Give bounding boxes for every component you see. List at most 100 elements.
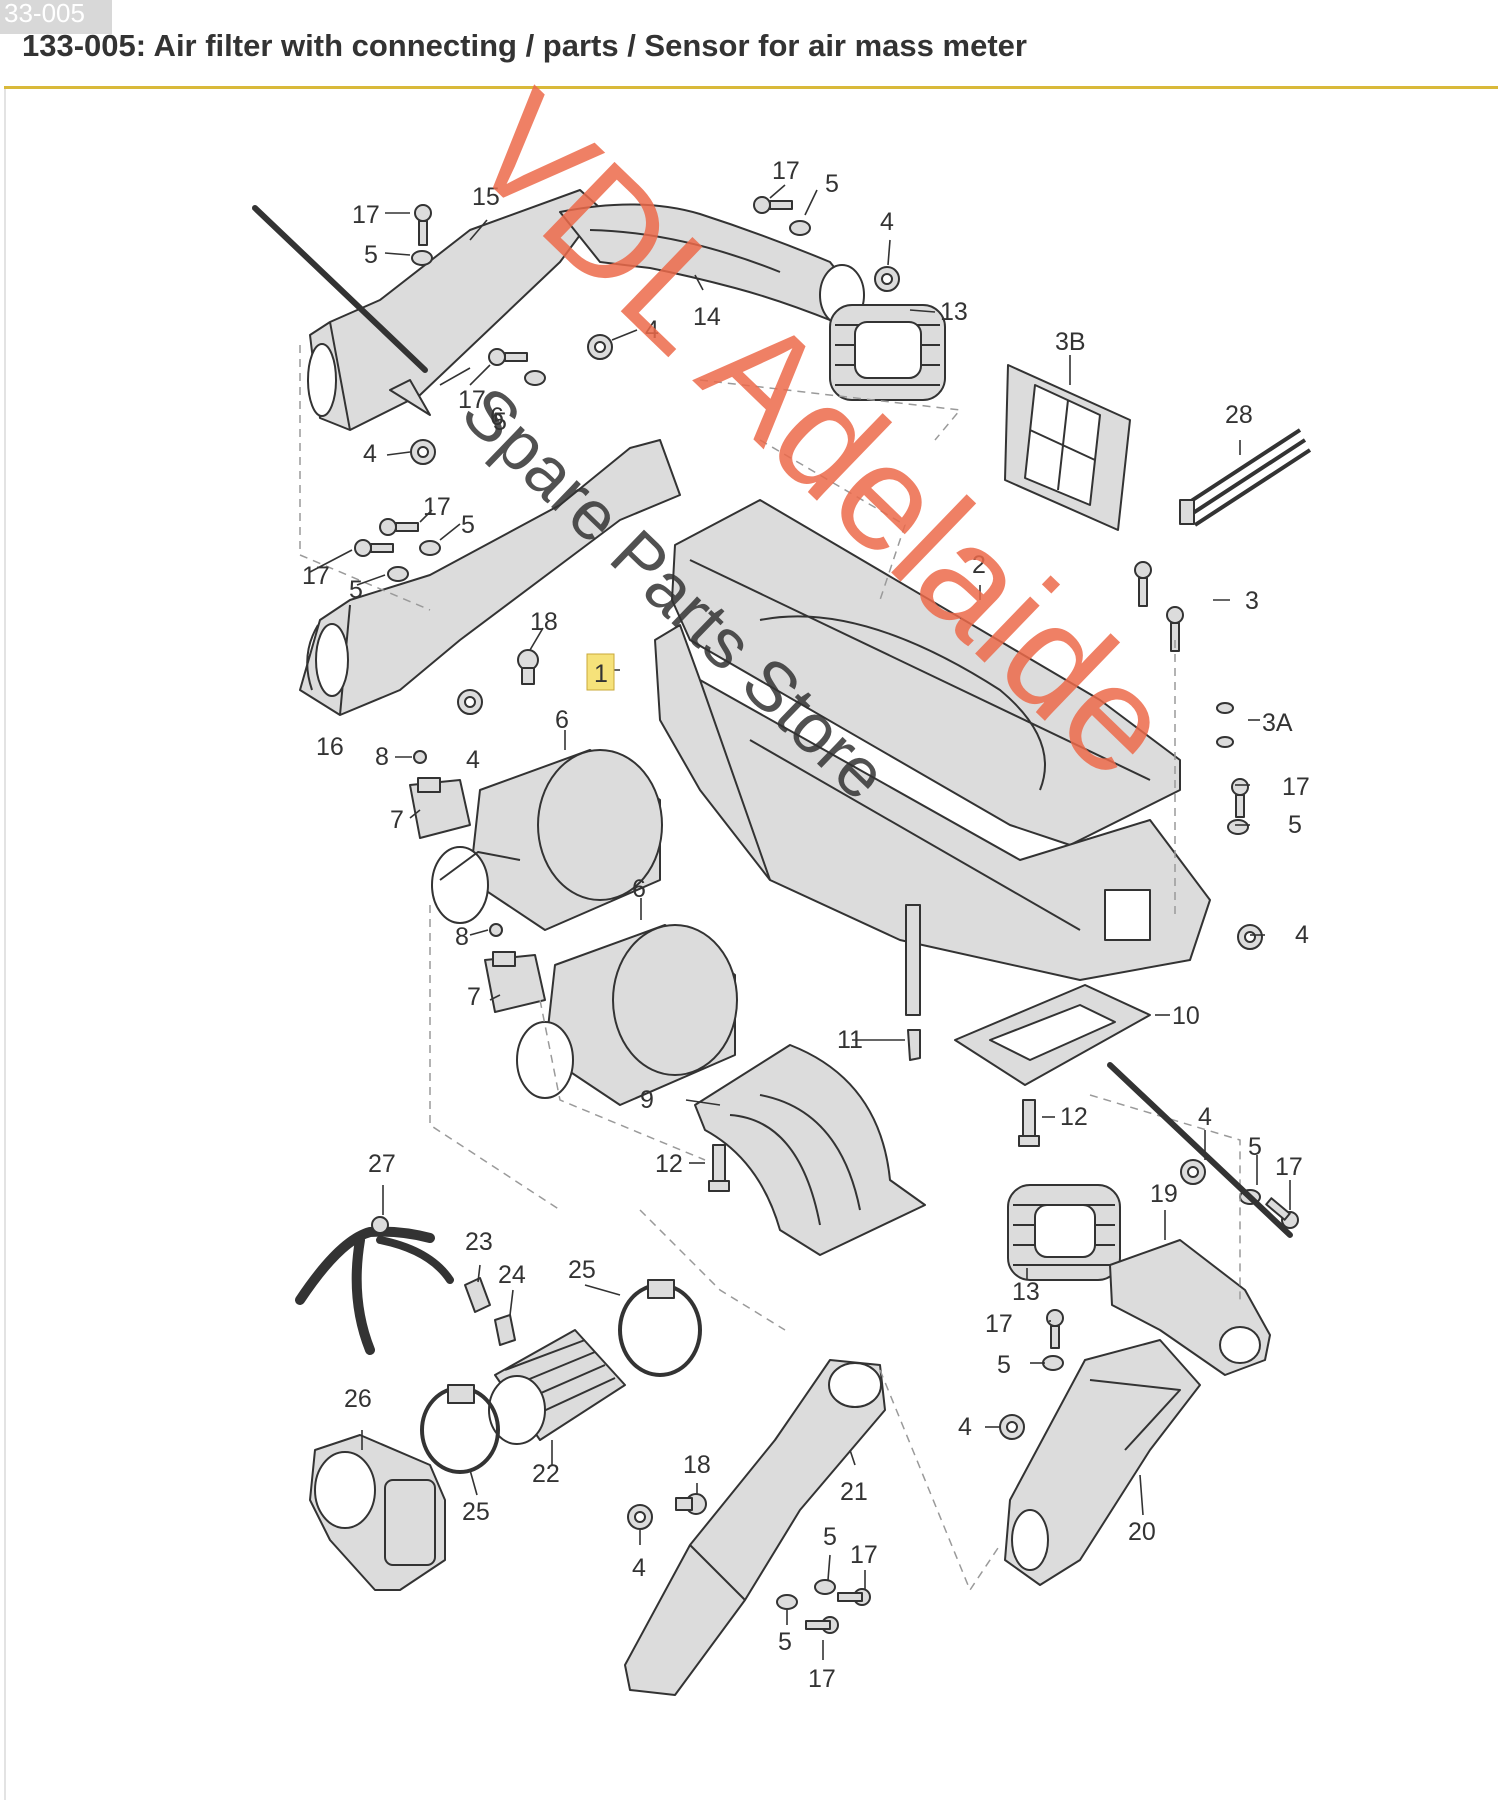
part-22-bellows-hose[interactable]	[488, 1329, 626, 1445]
part-13-bellows-upper[interactable]	[829, 304, 946, 401]
callout-part-17[interactable]: 17	[772, 157, 800, 185]
callout-part-4[interactable]: 4	[958, 1413, 972, 1441]
part-3B-filter-insert[interactable]	[1004, 364, 1131, 531]
part-7-air-mass-sensor-upper[interactable]	[409, 777, 471, 839]
callout-part-17[interactable]: 17	[808, 1665, 836, 1693]
bolt-17[interactable]	[753, 196, 793, 214]
washer-3A[interactable]	[1216, 702, 1234, 714]
callout-part-10[interactable]: 10	[1172, 1002, 1200, 1030]
callout-part-5[interactable]: 5	[1248, 1133, 1262, 1161]
callout-part-13[interactable]: 13	[1012, 1278, 1040, 1306]
callout-part-5[interactable]: 5	[364, 241, 378, 269]
screw-12[interactable]	[708, 1144, 730, 1192]
grommet-4[interactable]	[457, 689, 483, 715]
grommet-4[interactable]	[587, 334, 613, 360]
part-7-air-mass-sensor-lower[interactable]	[484, 951, 546, 1013]
callout-part-4[interactable]: 4	[632, 1554, 646, 1582]
bolt-17[interactable]	[805, 1616, 839, 1634]
callout-part-17[interactable]: 17	[1282, 773, 1310, 801]
bolt-17[interactable]	[354, 539, 394, 557]
callout-part-17[interactable]: 17	[423, 493, 451, 521]
callout-part-5[interactable]: 5	[493, 408, 507, 436]
callout-part-23[interactable]: 23	[465, 1228, 493, 1256]
washer-5[interactable]	[1042, 1355, 1064, 1371]
grommet-4[interactable]	[410, 439, 436, 465]
callout-part-8[interactable]: 8	[375, 743, 389, 771]
part-21-lower-center-duct[interactable]	[624, 1359, 886, 1696]
callout-part-16[interactable]: 16	[316, 733, 344, 761]
washer-5[interactable]	[524, 370, 546, 386]
callout-part-6[interactable]: 6	[490, 403, 504, 431]
callout-part-13[interactable]: 13	[940, 298, 968, 326]
part-16-lower-intake-duct[interactable]	[299, 439, 681, 716]
callout-part-22[interactable]: 22	[532, 1460, 560, 1488]
callout-part-25[interactable]: 25	[568, 1256, 596, 1284]
bolt-8[interactable]	[413, 750, 427, 764]
callout-part-5[interactable]: 5	[823, 1523, 837, 1551]
callout-part-17[interactable]: 17	[302, 562, 330, 590]
callout-part-5[interactable]: 5	[778, 1628, 792, 1656]
callout-part-8[interactable]: 8	[455, 923, 469, 951]
callout-part-4[interactable]: 4	[645, 316, 659, 344]
washer-5[interactable]	[387, 566, 409, 582]
grommet-4[interactable]	[1237, 924, 1263, 950]
part-10-bracket-plate[interactable]	[954, 984, 1151, 1086]
part-25-hose-clamp-lower[interactable]	[420, 1384, 500, 1474]
bolt-17[interactable]	[1231, 778, 1249, 818]
callout-part-6[interactable]: 6	[632, 875, 646, 903]
bolt-3[interactable]	[1134, 561, 1152, 607]
callout-part-5[interactable]: 5	[461, 511, 475, 539]
part-27-hose-assembly[interactable]	[295, 1216, 454, 1355]
bolt-17[interactable]	[379, 518, 419, 536]
callout-part-5[interactable]: 5	[997, 1351, 1011, 1379]
screw-12[interactable]	[1018, 1099, 1040, 1147]
part-6-filter-element-lower[interactable]	[516, 924, 738, 1106]
bolt-17[interactable]	[837, 1588, 871, 1606]
part-19-lower-right-duct[interactable]	[1109, 1239, 1271, 1376]
part-23-fitting[interactable]	[464, 1277, 491, 1313]
callout-part-14[interactable]: 14	[693, 303, 721, 331]
callout-part-17[interactable]: 17	[352, 201, 380, 229]
washer-5[interactable]	[814, 1579, 836, 1595]
callout-part-17[interactable]: 17	[985, 1310, 1013, 1338]
callout-part-17[interactable]: 17	[458, 386, 486, 414]
washer-3A[interactable]	[1216, 736, 1234, 748]
callout-part-4[interactable]: 4	[363, 440, 377, 468]
callout-part-5[interactable]: 5	[349, 576, 363, 604]
washer-5[interactable]	[419, 540, 441, 556]
callout-part-18[interactable]: 18	[683, 1451, 711, 1479]
callout-part-5[interactable]: 5	[1288, 811, 1302, 839]
callout-part-3[interactable]: 3	[1245, 587, 1259, 615]
washer-5[interactable]	[1227, 819, 1249, 835]
callout-part-17[interactable]: 17	[1275, 1153, 1303, 1181]
grommet-4[interactable]	[999, 1414, 1025, 1440]
callout-part-20[interactable]: 20	[1128, 1518, 1156, 1546]
callout-part-6[interactable]: 6	[555, 706, 569, 734]
bolt-17[interactable]	[414, 204, 432, 246]
bolt-17[interactable]	[1046, 1309, 1064, 1349]
callout-part-3A[interactable]: 3A	[1262, 709, 1293, 737]
callout-part-11[interactable]: 11	[837, 1026, 863, 1054]
part-6-filter-element-upper[interactable]	[431, 749, 663, 931]
clip-18[interactable]	[517, 649, 539, 685]
part-13-bellows-lower[interactable]	[1007, 1184, 1121, 1281]
part-2-air-filter-housing-cover[interactable]	[671, 499, 1181, 846]
callout-part-12[interactable]: 12	[655, 1150, 683, 1178]
callout-part-4[interactable]: 4	[1295, 921, 1309, 949]
callout-part-24[interactable]: 24	[498, 1261, 526, 1289]
callout-part-1[interactable]: 1	[594, 660, 608, 688]
bolt-17[interactable]	[488, 348, 528, 366]
bolt-3[interactable]	[1166, 606, 1184, 652]
callout-part-4[interactable]: 4	[1198, 1103, 1212, 1131]
part-24-fitting[interactable]	[494, 1314, 516, 1346]
grommet-4[interactable]	[874, 266, 900, 292]
callout-part-21[interactable]: 21	[840, 1478, 868, 1506]
callout-part-18[interactable]: 18	[530, 608, 558, 636]
callout-part-27[interactable]: 27	[368, 1150, 396, 1178]
part-9-heat-shield[interactable]	[694, 1044, 926, 1256]
callout-part-12[interactable]: 12	[1060, 1103, 1088, 1131]
part-11-drain-pipe[interactable]	[905, 904, 921, 1061]
callout-part-2[interactable]: 2	[972, 551, 986, 579]
grommet-4[interactable]	[1180, 1159, 1206, 1185]
callout-part-19[interactable]: 19	[1150, 1180, 1178, 1208]
